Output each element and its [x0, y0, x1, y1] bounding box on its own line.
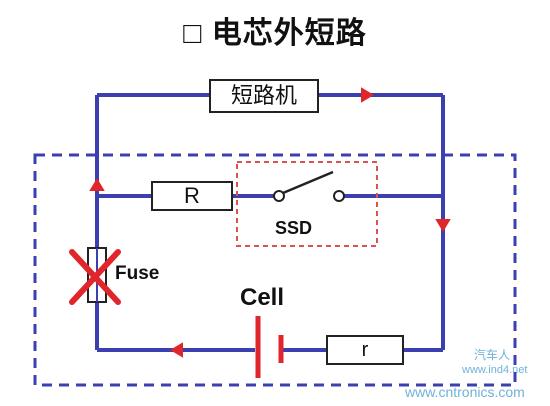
watermark-url: www.cntronics.com: [405, 384, 525, 400]
cell-label: Cell: [240, 284, 285, 311]
internal-resistor-box: [326, 335, 404, 365]
watermark-url-2: www.ind4.net: [462, 364, 528, 376]
internal-resistor-label: r: [361, 339, 369, 361]
current-arrows: [89, 87, 451, 358]
resistor-r-box: [151, 181, 233, 211]
ssd-dashed-box: [236, 161, 378, 247]
arrow-left-icon: [170, 342, 183, 358]
arrow-up-icon: [89, 178, 105, 191]
shorting-machine-label: 短路机: [230, 83, 297, 108]
switch-icon: [273, 170, 345, 202]
fuse-blown-x-icon: [69, 249, 121, 305]
fuse-label: Fuse: [115, 263, 160, 284]
shorting-machine-box: [209, 79, 319, 113]
arrow-down-icon: [435, 219, 451, 232]
resistor-r-label: R: [184, 183, 200, 208]
page-title: □ 电芯外短路: [183, 17, 367, 50]
arrow-right-icon: [361, 87, 374, 103]
cell-icon: [255, 316, 284, 378]
watermark-brand: 汽车人: [474, 348, 511, 362]
battery-pack-dashed-border: [33, 153, 517, 387]
ssd-label: SSD: [275, 218, 313, 238]
